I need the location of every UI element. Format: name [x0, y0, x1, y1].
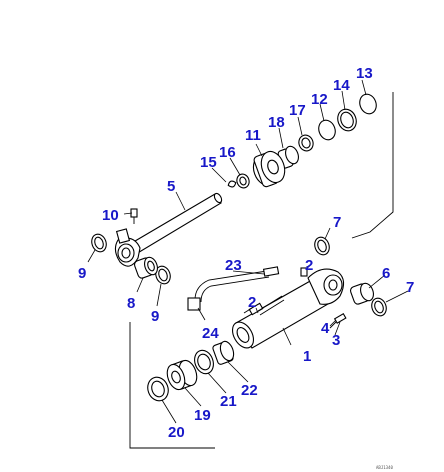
fitting-10 — [130, 208, 138, 224]
seal-20 — [147, 376, 169, 402]
callout-9b: 9 — [151, 308, 159, 325]
callout-13: 13 — [356, 65, 373, 82]
cylinder-1 — [231, 268, 345, 349]
gland-19 — [166, 359, 198, 391]
callout-15: 15 — [200, 154, 217, 171]
bushing-17 — [298, 134, 314, 152]
callout-14: 14 — [333, 77, 350, 94]
assembly-guide-lines — [129, 92, 394, 449]
callout-16: 16 — [219, 144, 236, 161]
callout-22: 22 — [241, 382, 258, 399]
bushing-8 — [133, 256, 158, 279]
callout-3: 3 — [332, 332, 340, 349]
piston-11 — [252, 150, 286, 188]
callout-21: 21 — [220, 393, 237, 410]
callout-12: 12 — [311, 91, 328, 108]
ring-21 — [194, 349, 214, 375]
callout-10: 10 — [102, 207, 119, 224]
callout-labels: 1 2 2 3 4 5 6 7 7 8 9 9 10 11 12 13 14 1… — [78, 65, 414, 441]
ring-7-bottom — [371, 297, 387, 317]
callout-7a: 7 — [333, 214, 341, 231]
ring-14 — [337, 108, 357, 132]
bushing-6 — [349, 282, 374, 305]
callout-4: 4 — [321, 320, 330, 337]
snap-ring-15 — [227, 180, 237, 188]
callout-2a: 2 — [305, 257, 313, 274]
callout-11: 11 — [245, 127, 261, 144]
seal-13 — [359, 93, 377, 115]
callout-17: 17 — [289, 102, 306, 119]
callout-20: 20 — [168, 424, 185, 441]
rod-5 — [114, 192, 223, 267]
nut-22 — [212, 340, 235, 365]
drawing-reference: ABJ1340 — [376, 465, 393, 470]
leader-lines — [87, 79, 409, 424]
pipe-23 — [187, 266, 280, 311]
callout-23: 23 — [225, 257, 242, 274]
callout-19: 19 — [194, 407, 211, 424]
ring-9-left — [91, 233, 107, 253]
clamp-2-lower — [257, 295, 285, 316]
ring-7-top — [314, 236, 330, 256]
bolt-3 — [329, 313, 347, 329]
callout-7b: 7 — [406, 279, 414, 296]
callout-9a: 9 — [78, 265, 86, 282]
clamp-2-upper — [300, 267, 308, 277]
ring-12 — [318, 119, 336, 141]
ring-16 — [236, 173, 250, 189]
ring-9-right — [155, 265, 171, 285]
callout-8: 8 — [127, 295, 135, 312]
callout-18: 18 — [268, 114, 285, 131]
callout-6: 6 — [382, 265, 390, 282]
callout-2b: 2 — [248, 294, 256, 311]
callout-24: 24 — [202, 325, 219, 342]
callout-5: 5 — [167, 178, 175, 195]
callout-1: 1 — [303, 348, 311, 365]
